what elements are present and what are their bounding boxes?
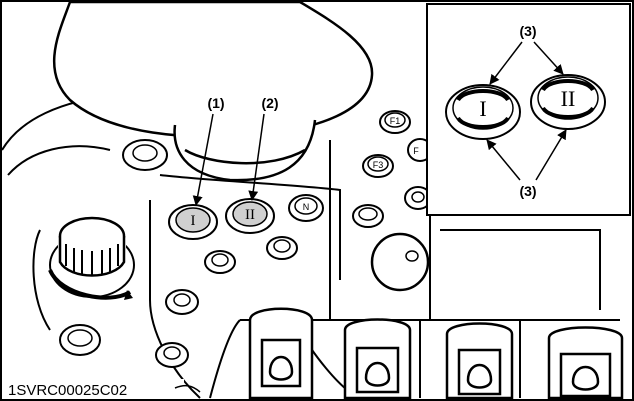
small-button-right-lower — [352, 204, 384, 228]
lever-2 — [343, 318, 412, 400]
callout-leaders — [192, 113, 265, 206]
small-button-lower-a — [165, 289, 199, 315]
round-button-lower — [59, 324, 101, 356]
f-partial-label: F — [413, 146, 419, 156]
f3-button: F3 — [362, 154, 394, 178]
figure-code-bg — [4, 379, 184, 399]
lever-4 — [547, 326, 624, 400]
f1-label: F1 — [390, 116, 401, 126]
range-one-glyph: I — [191, 213, 196, 229]
range-button-one: I — [168, 204, 218, 240]
inset-callout-bottom: (3) — [519, 183, 536, 199]
figure-code-leader — [174, 384, 201, 393]
neutral-label: N — [303, 202, 310, 212]
inset-range-button-two: II — [530, 74, 606, 130]
lever-grip — [52, 0, 374, 182]
f3-label: F3 — [373, 160, 384, 170]
inset-callout-top: (3) — [519, 23, 536, 39]
small-button-lower-b — [155, 342, 189, 368]
range-button-two: II — [225, 198, 275, 234]
small-button-home — [404, 186, 432, 210]
f1-button: F1 — [379, 110, 411, 134]
lever-3 — [445, 322, 514, 400]
rotary-knob — [48, 216, 135, 300]
thumb-joystick — [370, 232, 430, 292]
inset-range-button-one: I — [445, 84, 521, 140]
inset-range-one-glyph: I — [479, 96, 486, 121]
bottom-levers — [248, 307, 624, 400]
round-button-upper — [122, 139, 168, 171]
figure-code: 1SVRC00025C02 — [8, 382, 127, 399]
callout-two: (2) — [261, 95, 278, 111]
neutral-button: N — [288, 194, 324, 222]
small-button-right — [266, 236, 298, 260]
inset-panel: (3) (3) I II — [426, 3, 631, 216]
small-button-left — [204, 250, 236, 274]
inset-arrows — [486, 41, 567, 181]
inset-range-two-glyph: II — [561, 86, 576, 111]
lever-1 — [248, 307, 314, 400]
callout-one: (1) — [207, 95, 224, 111]
range-two-glyph: II — [245, 207, 255, 223]
